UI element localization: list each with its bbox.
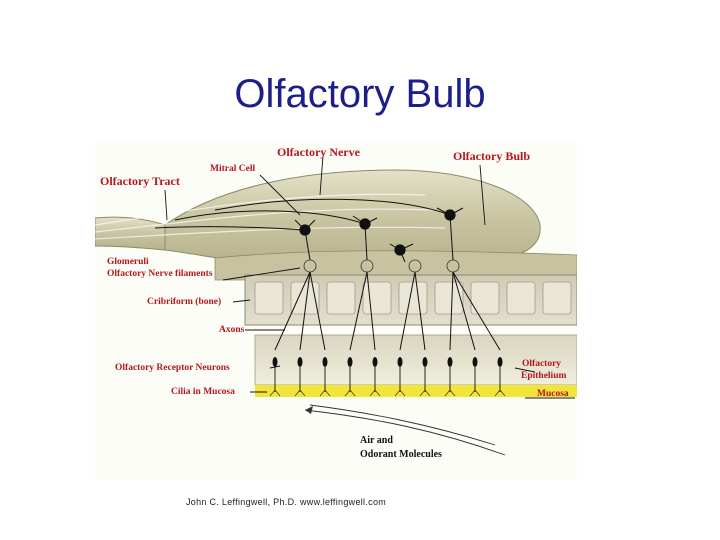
label-olfactory-bulb: Olfactory Bulb bbox=[453, 149, 530, 163]
credit-text: John C. Leffingwell, Ph.D. www.leffingwe… bbox=[186, 497, 387, 507]
label-receptor-neurons: Olfactory Receptor Neurons bbox=[115, 363, 230, 373]
label-olfactory-tract: Olfactory Tract bbox=[100, 174, 180, 188]
label-axons: Axons bbox=[219, 325, 245, 335]
label-olfactory-nerve-filaments: Olfactory Nerve filaments bbox=[107, 269, 213, 279]
tract-shape bbox=[95, 216, 166, 251]
label-cribriform: Cribriform (bone) bbox=[147, 297, 222, 307]
diagram-illustration bbox=[95, 155, 577, 456]
mucosa-layer bbox=[255, 385, 577, 397]
label-olfactory-nerve: Olfactory Nerve bbox=[277, 145, 360, 159]
label-epithelium-1: Olfactory bbox=[522, 359, 562, 369]
page-title: Olfactory Bulb bbox=[234, 72, 486, 116]
label-air-2: Odorant Molecules bbox=[360, 449, 442, 460]
label-glomeruli: Glomeruli bbox=[107, 257, 149, 267]
epithelium-layer bbox=[254, 334, 577, 386]
label-mucosa: Mucosa bbox=[537, 389, 569, 399]
glomerular-layer bbox=[214, 250, 577, 281]
label-epithelium-2: Epithelium bbox=[521, 371, 567, 381]
label-air-1: Air and bbox=[360, 435, 393, 446]
label-mitral-cell: Mitral Cell bbox=[210, 164, 256, 174]
label-cilia: Cilia in Mucosa bbox=[171, 387, 235, 397]
olfactory-bulb-diagram: Olfactory Nerve Olfactory Bulb Olfactory… bbox=[95, 140, 577, 480]
